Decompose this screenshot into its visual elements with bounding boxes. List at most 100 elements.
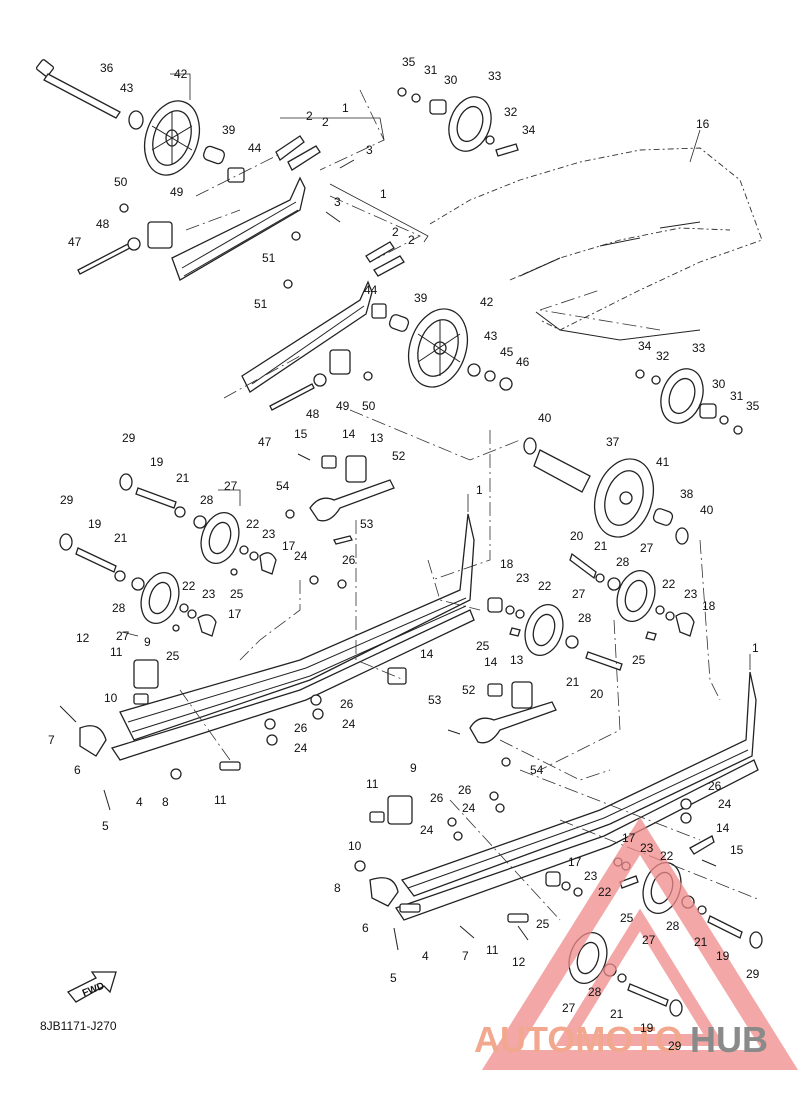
bearing — [128, 110, 144, 130]
callout: 21 — [694, 935, 708, 949]
callout: 54 — [276, 479, 290, 493]
callout: 21 — [566, 675, 580, 689]
callout: 18 — [500, 557, 514, 571]
callout: 5 — [102, 819, 109, 833]
callout: 35 — [402, 55, 416, 69]
center-roller — [523, 437, 689, 545]
left-wheels — [59, 473, 277, 637]
callout: 51 — [254, 297, 268, 311]
callout: 19 — [716, 949, 730, 963]
callout: 26 — [708, 779, 722, 793]
callout: 22 — [662, 577, 676, 591]
callout: 22 — [660, 849, 674, 863]
watermark-triangle-icon — [481, 817, 799, 1070]
plate — [147, 221, 173, 249]
callout: 14 — [716, 821, 730, 835]
callout: 24 — [462, 801, 476, 815]
callout: 24 — [718, 797, 732, 811]
callout: 12 — [512, 955, 526, 969]
callout: 27 — [562, 1001, 576, 1015]
callout: 32 — [504, 105, 518, 119]
bolt — [77, 243, 131, 275]
callout: 21 — [114, 531, 128, 545]
callout: 34 — [522, 123, 536, 137]
diagram-code: 8JB1171-J270 — [40, 1019, 117, 1033]
callout: 26 — [294, 721, 308, 735]
group-brackets — [121, 73, 751, 670]
callout: 28 — [112, 601, 126, 615]
callout: 3 — [366, 143, 373, 157]
callout: 20 — [590, 687, 604, 701]
callout: 25 — [536, 917, 550, 931]
callout: 6 — [74, 763, 81, 777]
watermark-logo — [481, 817, 799, 1070]
callout: 14 — [420, 647, 434, 661]
clip — [287, 145, 321, 171]
callout: 25 — [620, 911, 634, 925]
callout: 38 — [680, 487, 694, 501]
callout: 46 — [516, 355, 530, 369]
callout: 23 — [202, 587, 216, 601]
callout: 27 — [640, 541, 654, 555]
callout: 17 — [568, 855, 582, 869]
callout: 29 — [60, 493, 74, 507]
callout: 5 — [390, 971, 397, 985]
callout: 23 — [640, 841, 654, 855]
callout: 8 — [162, 795, 169, 809]
callout: 17 — [622, 831, 636, 845]
callout: 24 — [294, 741, 308, 755]
collar — [388, 314, 410, 332]
bolt-head — [119, 203, 129, 213]
callout: 23 — [584, 869, 598, 883]
callout: 42 — [480, 295, 494, 309]
reference-lines — [179, 89, 761, 921]
watermark-inner-triangle-icon — [555, 908, 725, 1046]
callout: 21 — [594, 539, 608, 553]
callout: 11 — [486, 943, 499, 957]
callout: 29 — [746, 967, 760, 981]
callout: 15 — [294, 427, 308, 441]
callout: 2 — [392, 225, 399, 239]
callout: 25 — [166, 649, 180, 663]
nut-small — [291, 231, 301, 241]
callout: 35 — [746, 399, 760, 413]
axle-shaft — [35, 59, 121, 119]
callout: 17 — [228, 607, 242, 621]
callout: 9 — [410, 761, 417, 775]
upper-right-roller — [397, 87, 519, 157]
callout: 22 — [598, 885, 612, 899]
callout: 4 — [422, 949, 429, 963]
callout: 33 — [488, 69, 502, 83]
callout: 47 — [68, 235, 82, 249]
fwd-arrow-icon: FWD — [66, 971, 117, 1003]
pin — [339, 159, 355, 169]
callout: 27 — [642, 933, 656, 947]
callout: 24 — [294, 549, 308, 563]
callout: 10 — [104, 691, 118, 705]
callout: 26 — [458, 783, 472, 797]
callout: 10 — [348, 839, 362, 853]
callout: 48 — [96, 217, 110, 231]
callout: 1 — [380, 187, 387, 201]
callout: 14 — [484, 655, 498, 669]
callout: 24 — [420, 823, 434, 837]
callout: 50 — [114, 175, 128, 189]
callout: 22 — [538, 579, 552, 593]
callout: 34 — [638, 339, 652, 353]
track-belt — [429, 129, 763, 341]
left-slide-rail — [59, 513, 475, 811]
callout: 28 — [200, 493, 214, 507]
callout: 53 — [428, 693, 442, 707]
callout: 54 — [530, 763, 544, 777]
callout: 49 — [170, 185, 184, 199]
callout: 44 — [248, 141, 262, 155]
callout: 32 — [656, 349, 670, 363]
callout: 27 — [224, 479, 238, 493]
callout: 4 — [136, 795, 143, 809]
callout: 22 — [246, 517, 260, 531]
callout: 49 — [336, 399, 350, 413]
callout: 15 — [730, 843, 744, 857]
callout: 25 — [230, 587, 244, 601]
callout: 2 — [306, 109, 313, 123]
callout: 39 — [222, 123, 236, 137]
